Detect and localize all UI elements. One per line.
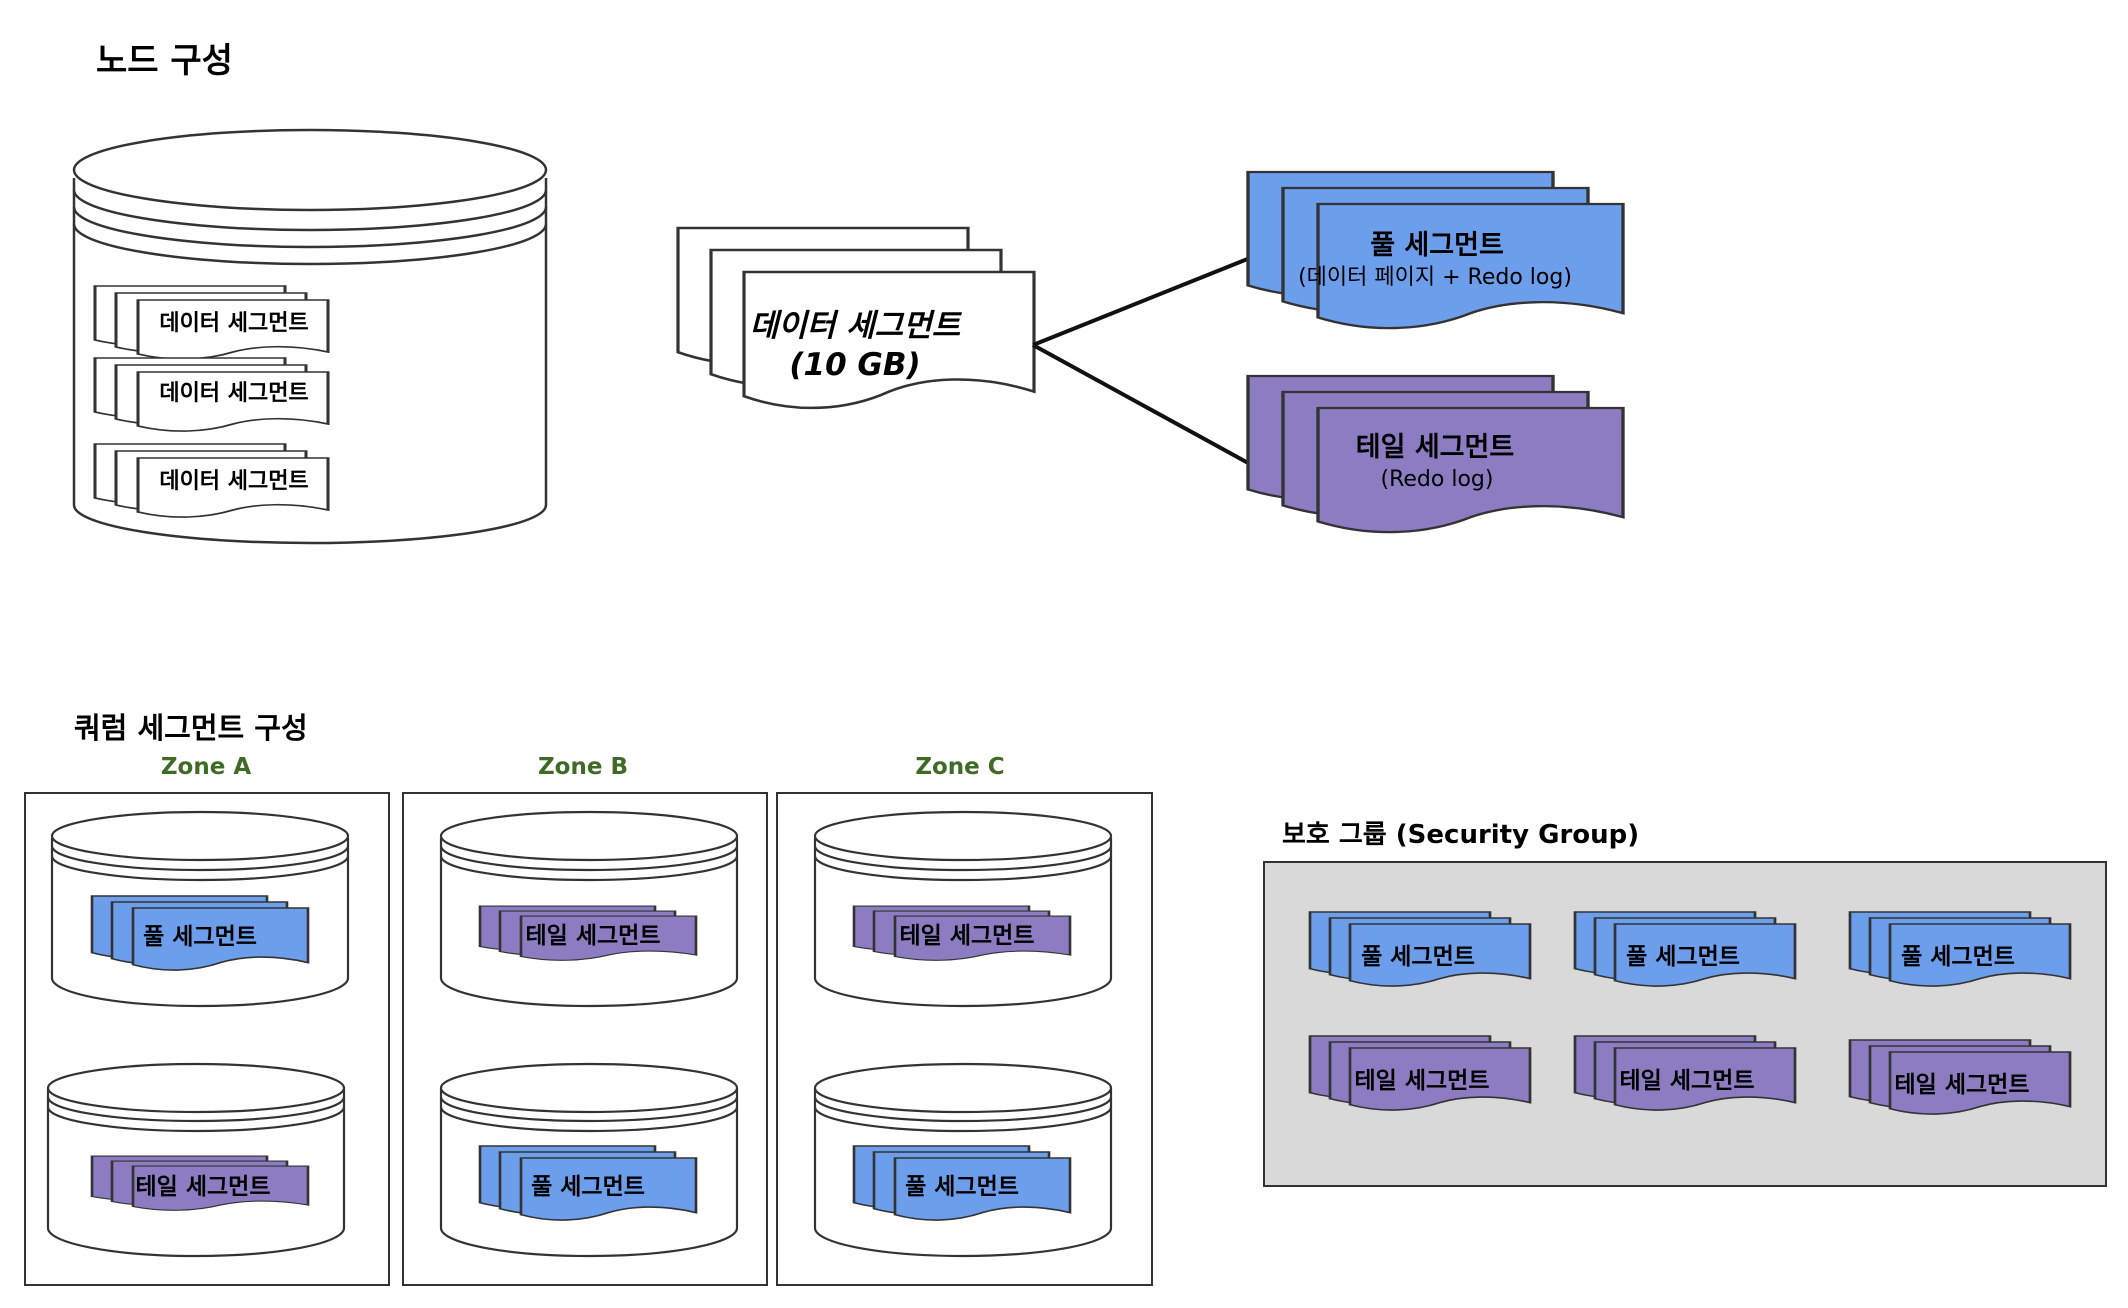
segment-label: 테일 세그먼트 — [1620, 1068, 1755, 1094]
connector-lines — [1032, 256, 1251, 466]
tail-segment-small: 테일 세그먼트 — [90, 1154, 310, 1212]
quorum-config-title: 쿼럼 세그먼트 구성 — [74, 711, 308, 745]
node-segment-label: 데이터 세그먼트 — [159, 381, 308, 406]
data-segment-stack: 데이터 세그먼트 (10 GB) — [676, 226, 1036, 410]
segment-label: 풀 세그먼트 — [1361, 944, 1475, 970]
node-segment-stack-3: 데이터 세그먼트 — [93, 442, 330, 519]
sg-tail-segment-2: 테일 세그먼트 — [1573, 1034, 1797, 1112]
sg-full-segment-2: 풀 세그먼트 — [1573, 910, 1797, 988]
segment-label: 테일 세그먼트 — [526, 923, 661, 949]
sg-full-segment-3: 풀 세그먼트 — [1848, 910, 2072, 988]
zone-label: Zone C — [915, 754, 1004, 780]
sg-full-segment-1: 풀 세그먼트 — [1308, 910, 1532, 988]
zone-label: Zone A — [161, 754, 251, 780]
data-segment-label: 데이터 세그먼트 — [750, 308, 963, 344]
node-segment-stack-2: 데이터 세그먼트 — [93, 356, 330, 433]
security-group-title: 보호 그룹 (Security Group) — [1282, 820, 1639, 850]
tail-segment-large: 테일 세그먼트 (Redo log) — [1246, 374, 1625, 534]
node-segment-label: 데이터 세그먼트 — [159, 311, 308, 336]
node-config-title: 노드 구성 — [96, 41, 233, 81]
segment-label: 풀 세그먼트 — [1901, 944, 2015, 970]
segment-label: 테일 세그먼트 — [1355, 1068, 1490, 1094]
zone-b: Zone B 테일 세그먼트 풀 세그먼트 — [402, 754, 768, 1286]
tail-segment-label: 테일 세그먼트 — [1356, 432, 1514, 463]
sg-tail-segment-3: 테일 세그먼트 — [1848, 1038, 2072, 1116]
zone-a: Zone A 풀 세그먼트 테일 세그먼트 — [24, 754, 390, 1286]
data-segment-size: (10 GB) — [789, 347, 920, 383]
sg-tail-segment-1: 테일 세그먼트 — [1308, 1034, 1532, 1112]
tail-segment-desc: (Redo log) — [1381, 467, 1494, 492]
segment-label: 테일 세그먼트 — [1895, 1072, 2030, 1098]
segment-label: 테일 세그먼트 — [900, 923, 1035, 949]
full-segment-label: 풀 세그먼트 — [1370, 230, 1504, 261]
full-segment-desc: (데이터 페이지 + Redo log) — [1298, 265, 1572, 290]
zone-c: Zone C 테일 세그먼트 풀 세그먼트 — [776, 754, 1153, 1286]
segment-label: 풀 세그먼트 — [1626, 944, 1740, 970]
full-segment-small: 풀 세그먼트 — [90, 894, 310, 972]
segment-label: 풀 세그먼트 — [143, 924, 257, 950]
segment-label: 테일 세그먼트 — [136, 1174, 271, 1200]
full-segment-small: 풀 세그먼트 — [852, 1144, 1072, 1222]
tail-segment-small: 테일 세그먼트 — [478, 904, 698, 962]
full-segment-small: 풀 세그먼트 — [478, 1144, 698, 1222]
security-group: 풀 세그먼트 풀 세그먼트 풀 세그먼트 테일 세그먼트 테일 세그먼트 — [1263, 861, 2107, 1187]
security-group-box — [1263, 861, 2107, 1187]
node-segment-label: 데이터 세그먼트 — [159, 469, 308, 494]
storage-node — [50, 810, 350, 1008]
node-segment-stack-1: 데이터 세그먼트 — [93, 284, 330, 361]
tail-segment-small: 테일 세그먼트 — [852, 904, 1072, 962]
full-segment-large: 풀 세그먼트 (데이터 페이지 + Redo log) — [1246, 170, 1625, 330]
segment-label: 풀 세그먼트 — [905, 1174, 1019, 1200]
segment-label: 풀 세그먼트 — [531, 1174, 645, 1200]
zone-label: Zone B — [538, 754, 628, 780]
